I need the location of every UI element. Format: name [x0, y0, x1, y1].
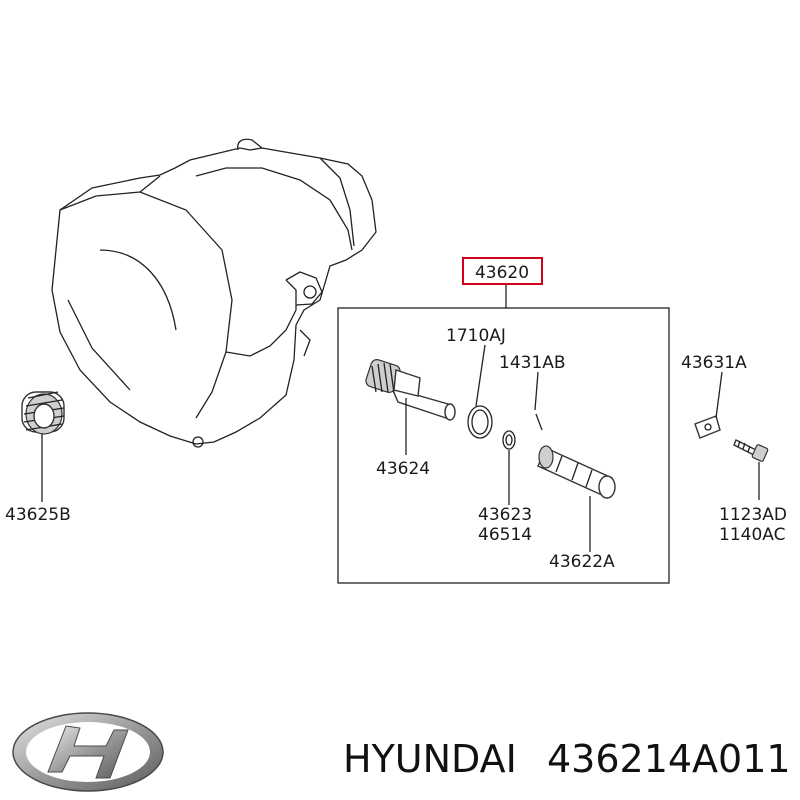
callout-oring-large: 1710AJ — [446, 326, 506, 346]
pin-part-1431ab — [534, 371, 543, 431]
callout-sleeve: 43622A — [549, 552, 615, 572]
callout-pin: 1431AB — [499, 353, 566, 373]
plug-part-43625b — [21, 391, 65, 502]
part-number: 436214A011 — [547, 737, 791, 781]
callout-assembly: 43620 — [475, 263, 529, 283]
transmission-housing — [51, 138, 377, 448]
hyundai-logo-icon — [12, 712, 164, 792]
callout-bracket: 43631A — [681, 353, 747, 373]
bolt-part-1123ad — [733, 439, 769, 500]
callout-oring-small-a: 43623 — [478, 505, 532, 525]
callout-bolt-a: 1123AD — [719, 505, 787, 525]
assembly-frame — [337, 307, 670, 584]
callout-bolt-b: 1140AC — [719, 525, 785, 545]
brand-name: HYUNDAI — [343, 737, 517, 781]
assembly-highlight-box — [462, 257, 543, 285]
callout-oring-small-b: 46514 — [478, 525, 532, 545]
sleeve-part-43622a — [537, 445, 616, 552]
oring-part-1710aj — [467, 344, 493, 439]
callout-driven-gear: 43624 — [376, 459, 430, 479]
oring-part-43623 — [502, 430, 516, 505]
bracket-part-43631a — [694, 371, 723, 439]
callout-plug: 43625B — [5, 505, 71, 525]
driven-gear-part-43624 — [365, 359, 456, 455]
